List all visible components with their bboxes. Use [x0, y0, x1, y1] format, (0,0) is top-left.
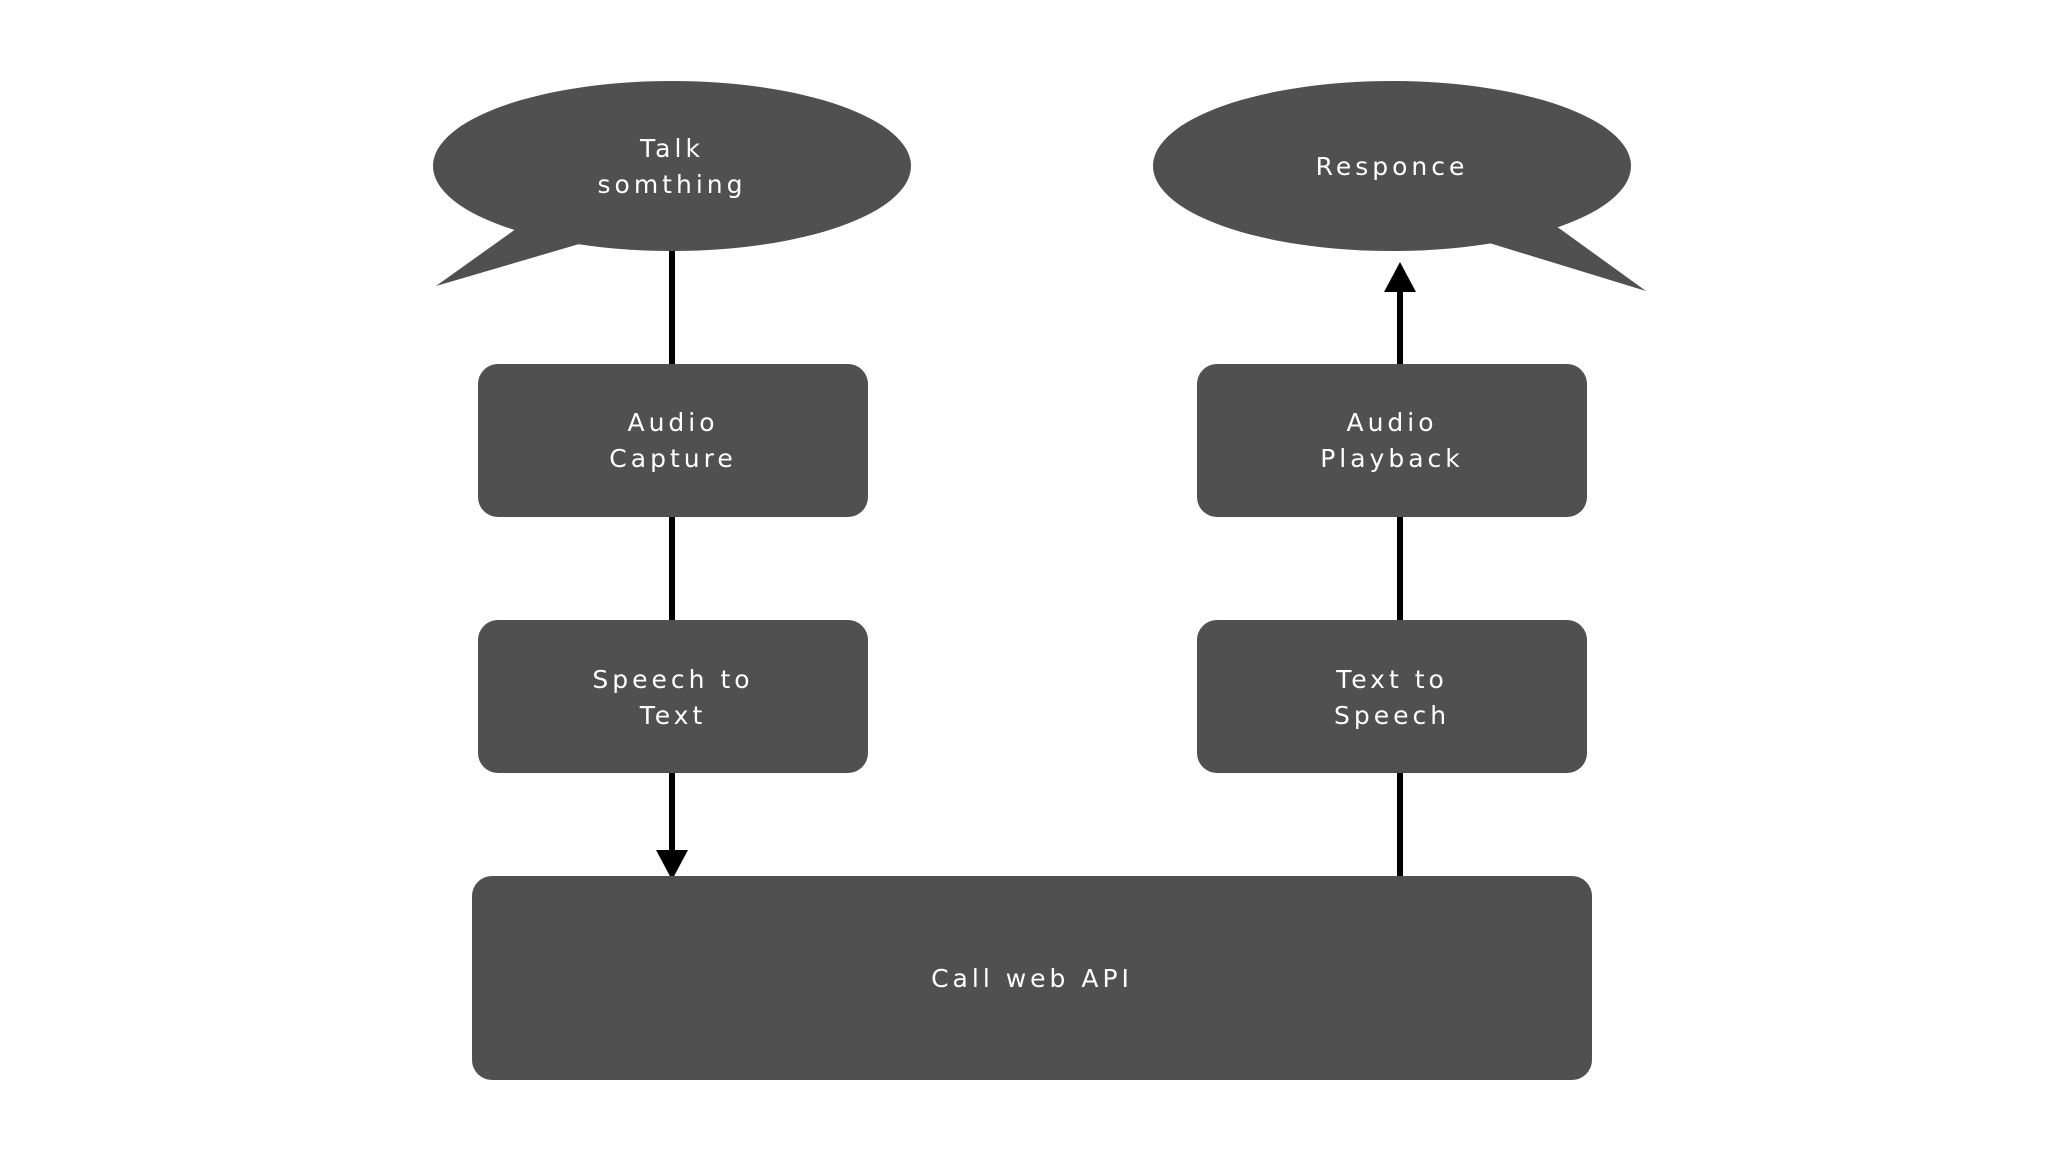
node-audio-playback-line1: Audio — [1346, 408, 1437, 437]
bubble-talk-line1: Talk — [639, 134, 704, 163]
node-speech-to-text-line2: Text — [639, 701, 707, 730]
bubble-response-body — [1153, 81, 1631, 251]
bubble-talk-body — [433, 81, 911, 251]
connectors — [669, 248, 1403, 876]
node-speech-to-text-line1: Speech to — [592, 665, 753, 694]
bubble-talk-line2: somthing — [598, 170, 747, 199]
node-text-to-speech-line1: Text to — [1335, 665, 1448, 694]
node-call-web-api-line1: Call web API — [931, 964, 1133, 993]
bubble-response-tail — [1486, 226, 1646, 291]
node-audio-playback-line2: Playback — [1320, 444, 1464, 473]
bubble-talk-tail — [436, 226, 586, 286]
node-audio-playback: Audio Playback — [1197, 364, 1587, 517]
node-text-to-speech-line2: Speech — [1334, 701, 1450, 730]
node-audio-capture-line2: Capture — [609, 444, 736, 473]
bubble-talk: Talk somthing — [433, 81, 911, 286]
bubble-response-line1: Responce — [1316, 152, 1469, 181]
node-text-to-speech: Text to Speech — [1197, 620, 1587, 773]
bubble-response: Responce — [1153, 81, 1646, 291]
node-speech-to-text: Speech to Text — [478, 620, 868, 773]
node-audio-capture-line1: Audio — [627, 408, 718, 437]
node-call-web-api: Call web API — [472, 876, 1592, 1080]
node-audio-capture: Audio Capture — [478, 364, 868, 517]
arrowhead-up-icon — [1384, 262, 1416, 292]
arrowhead-down-icon — [656, 850, 688, 880]
